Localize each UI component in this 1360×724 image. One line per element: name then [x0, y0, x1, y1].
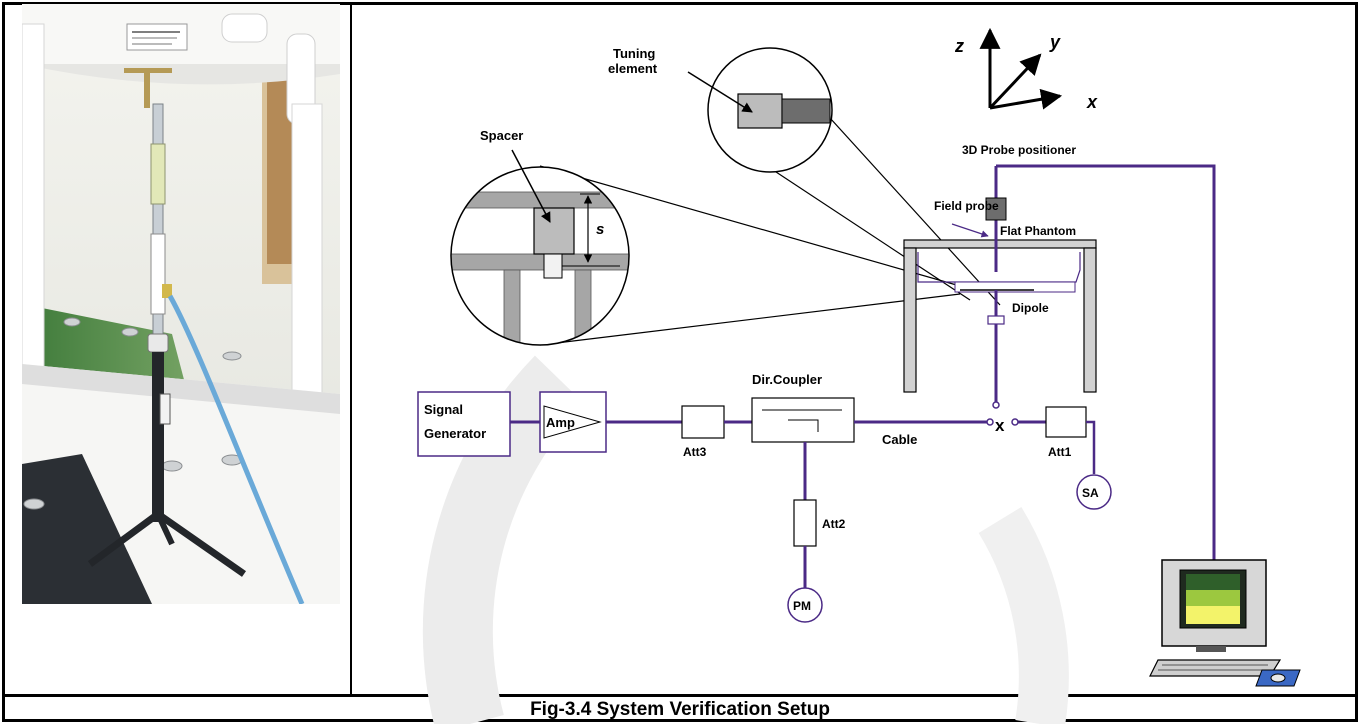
x-axis: [989, 88, 1063, 110]
phantom-top: [903, 239, 1097, 249]
att1-label: Att1: [1048, 445, 1072, 459]
att2-box: [793, 499, 817, 547]
z-axis-label: z: [954, 36, 964, 56]
computer: [1149, 559, 1301, 687]
panel-divider: [350, 2, 352, 697]
axes: z y x: [954, 27, 1098, 112]
photo-mat: [22, 454, 152, 604]
dipole-photo: [22, 4, 340, 604]
probe-positioner: 3D Probe positioner Field probe: [934, 143, 1216, 562]
cable-label: Cable: [882, 432, 917, 447]
phantom-leg-left: [903, 247, 917, 393]
spacer-block: [533, 207, 575, 255]
att3-label: Att3: [683, 445, 707, 459]
tuning-element-arrow: [687, 71, 753, 113]
signal-chain: Signal Generator Amp Att3 Dir.Coupler Ca…: [417, 372, 1112, 623]
caption-divider: [2, 694, 1358, 697]
mouse: [1270, 673, 1286, 683]
x-axis-label: x: [1086, 92, 1098, 112]
sa-label: SA: [1082, 486, 1099, 500]
photo-tripod: [152, 352, 164, 522]
photo-pipe: [221, 13, 268, 43]
signal-generator-label-1: Signal: [424, 402, 463, 417]
photo-label: [126, 23, 188, 51]
monitor-screen-top: [1186, 574, 1240, 590]
flat-phantom-label: Flat Phantom: [1000, 224, 1076, 238]
signal-generator-label-2: Generator: [424, 426, 486, 441]
field-probe-block: [985, 197, 1007, 221]
figure-caption: Fig-3.4 System Verification Setup: [530, 699, 830, 720]
spacer-s-label: s: [596, 221, 604, 238]
tuning-element-callout: Tuning element: [608, 46, 1001, 306]
field-probe-label: Field probe: [934, 199, 999, 213]
att2-label: Att2: [822, 517, 846, 531]
probe-positioner-label: 3D Probe positioner: [962, 143, 1076, 157]
spacer-circle: [450, 166, 630, 346]
tuning-element-label-1: Tuning: [613, 46, 655, 61]
photo-cable: [167, 294, 305, 604]
phantom-leg-right: [1083, 247, 1097, 393]
dir-coupler-label: Dir.Coupler: [752, 372, 822, 387]
spectrum-analyzer: [1076, 474, 1112, 510]
connector-x-label: x: [995, 416, 1005, 435]
signal-generator-box: [417, 391, 511, 457]
spacer-callout: s Spacer: [450, 128, 961, 346]
photo-table-leg: [22, 23, 45, 385]
tuning-element-block: [737, 93, 783, 129]
y-axis: [988, 53, 1042, 110]
power-meter: [787, 587, 823, 623]
setup-diagram: z y x Tuning element: [417, 27, 1301, 687]
monitor-screen-bottom: [1186, 606, 1240, 624]
monitor-screen-mid: [1186, 590, 1240, 606]
dipole-label: Dipole: [1012, 301, 1049, 315]
dipole: Dipole: [960, 289, 1049, 409]
spacer-arrow: [511, 149, 551, 223]
pm-label: PM: [793, 599, 811, 613]
att3-box: [681, 405, 725, 439]
att1-box: [1045, 406, 1087, 438]
flat-phantom-table: Flat Phantom: [903, 224, 1097, 393]
amp-label: Amp: [546, 415, 575, 430]
positioner-cable: [996, 164, 1216, 562]
tuning-element-label-2: element: [608, 61, 658, 76]
y-axis-label: y: [1049, 32, 1061, 52]
spacer-label: Spacer: [480, 128, 523, 143]
